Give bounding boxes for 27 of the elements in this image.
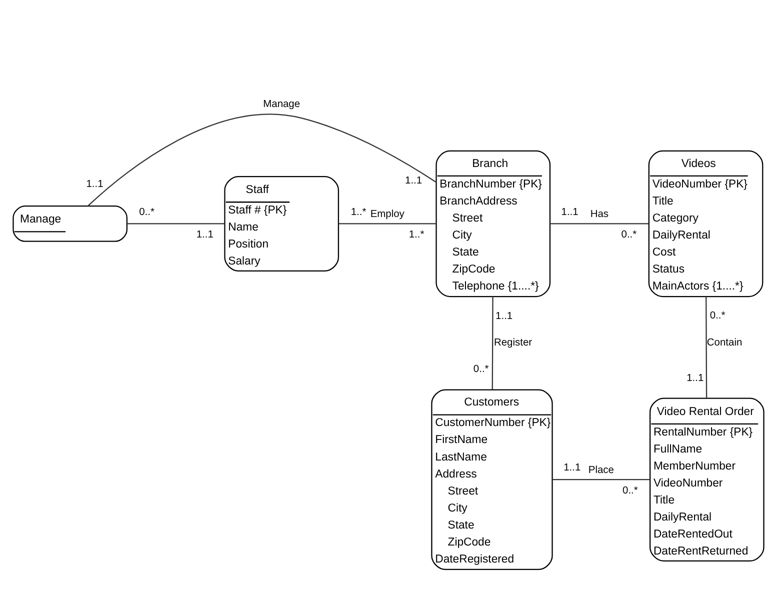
connector <box>87 114 437 206</box>
connector <box>552 478 650 480</box>
connector <box>338 222 436 224</box>
connector <box>127 222 225 224</box>
edge-label: Manage <box>263 98 300 110</box>
edge-label: Place <box>588 464 614 476</box>
label: 0..* <box>621 229 637 240</box>
edge-label: Has <box>590 208 609 220</box>
label: 1..1 <box>86 178 104 190</box>
label: 1..1 <box>196 229 214 240</box>
edge-label: Register <box>494 337 532 348</box>
label: 1..1 <box>564 462 581 474</box>
label: 1..1 <box>496 310 513 322</box>
connector <box>706 296 708 398</box>
connector <box>550 222 649 224</box>
label: 0..* <box>473 364 489 375</box>
connector <box>492 296 494 389</box>
label: 1..* <box>408 229 424 240</box>
label: 0..* <box>622 484 638 496</box>
edge-label: Contain <box>706 337 742 348</box>
label: 1..1 <box>561 206 578 218</box>
label: 0..* <box>710 310 726 322</box>
label: 0..* <box>139 206 154 218</box>
label: 1..* <box>350 206 366 218</box>
label: 1..1 <box>686 372 704 384</box>
edge-label: Employ <box>370 208 404 220</box>
label: 1..1 <box>405 175 422 186</box>
